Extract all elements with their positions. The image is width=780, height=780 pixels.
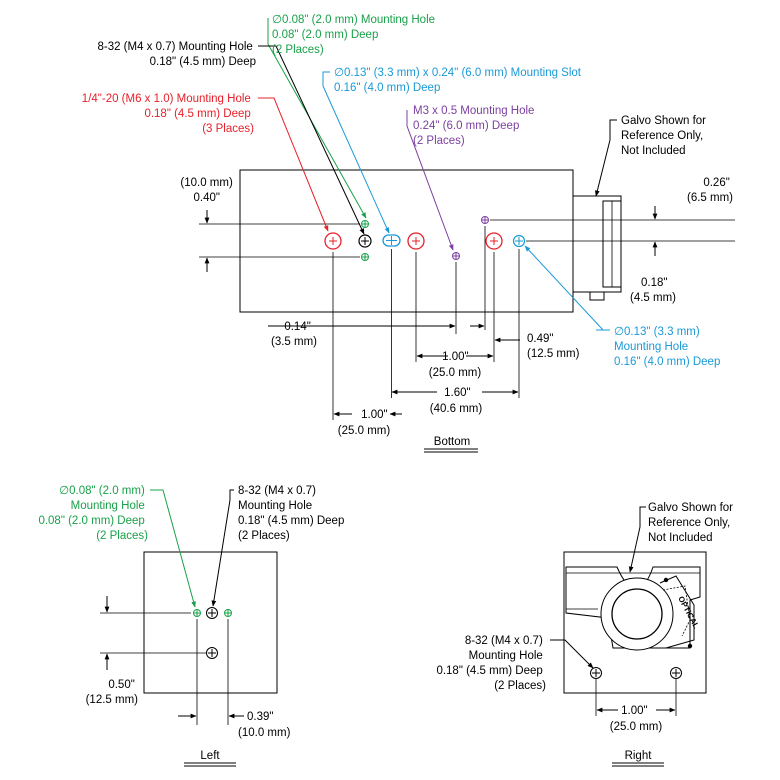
bottom-red-hole-2: [407, 232, 425, 250]
labels: ∅0.08" (2.0 mm) Mounting Hole 0.08" (2.0…: [38, 14, 736, 762]
leader-left-green: [150, 489, 196, 608]
bottom-dim-arrows: [204, 206, 658, 417]
leader-right-black: [550, 639, 594, 669]
dim-bottom-014: 0.14" (3.5 mm): [271, 321, 317, 348]
left-green-hole-1: [193, 609, 201, 617]
right-galvo-screw-1: [663, 577, 669, 583]
left-black-hole-1: [206, 607, 218, 619]
leader-bottom-purple: [406, 110, 454, 251]
bottom-view-title: Bottom: [434, 436, 470, 448]
left-extension-lines: [100, 612, 229, 725]
right-view: OPTICAL: [550, 506, 707, 767]
callout-bottom-green: ∅0.08" (2.0 mm) Mounting Hole 0.08" (2.0…: [272, 14, 438, 56]
dim-bottom-018: 0.18" (4.5 mm): [630, 277, 676, 304]
callout-bottom-blue-hole: ∅0.13" (3.3 mm) Mounting Hole 0.16" (4.0…: [614, 326, 720, 368]
bottom-purple-hole-2: [481, 216, 489, 224]
left-body: [143, 551, 278, 694]
callout-bottom-red: 1/4"-20 (M6 x 1.0) Mounting Hole 0.18" (…: [82, 93, 254, 135]
leader-bottom-red: [258, 97, 329, 232]
right-extension-lines: [595, 679, 677, 716]
left-green-hole-2: [224, 609, 232, 617]
callout-bottom-blue-slot: ∅0.13" (3.3 mm) x 0.24" (6.0 mm) Mountin…: [334, 67, 584, 94]
bottom-purple-hole-1: [452, 252, 460, 260]
callout-bottom-galvo: Galvo Shown for Reference Only, Not Incl…: [621, 115, 709, 157]
bottom-red-hole-3: [485, 232, 503, 250]
bottom-blue-hole: [512, 234, 526, 248]
dim-left-050: 0.50" (12.5 mm): [86, 679, 139, 706]
bottom-green-hole-1: [361, 220, 369, 228]
dim-bottom-026: 0.26" (6.5 mm): [687, 177, 733, 204]
left-dim-arrows: [104, 596, 244, 719]
bottom-body: [239, 169, 574, 313]
left-black-hole-2: [206, 647, 218, 659]
callout-right-black: 8-32 (M4 x 0.7) Mounting Hole 0.18" (4.5…: [436, 635, 546, 692]
callout-left-black: 8-32 (M4 x 0.7) Mounting Hole 0.18" (4.5…: [238, 485, 348, 542]
right-black-hole-2: [670, 667, 682, 679]
bottom-view: [199, 18, 735, 453]
leader-bottom-blue-slot: [322, 71, 390, 234]
leader-right-galvo: [628, 506, 646, 573]
bottom-green-hole-2: [361, 253, 369, 261]
leader-left-black: [211, 489, 234, 607]
bottom-black-hole: [358, 234, 372, 248]
leader-bottom-black: [258, 45, 365, 235]
dim-bottom-049: 0.49" (12.5 mm): [527, 333, 580, 360]
bottom-red-hole-1: [324, 232, 342, 250]
bottom-galvo: [572, 195, 622, 301]
leader-bottom-green: [267, 18, 367, 219]
callout-left-green: ∅0.08" (2.0 mm) Mounting Hole 0.08" (2.0…: [38, 485, 148, 542]
left-view-title: Left: [200, 750, 220, 762]
callout-bottom-black: 8-32 (M4 x 0.7) Mounting Hole 0.18" (4.5…: [97, 41, 256, 68]
dim-bottom-100a: 1.00" (25.0 mm): [429, 351, 482, 379]
bottom-extension-lines: [199, 219, 735, 420]
dim-left-039: 0.39" (10.0 mm): [238, 711, 291, 739]
dim-bottom-160: 1.60" (40.6 mm): [430, 387, 483, 415]
left-view: [100, 489, 278, 767]
bottom-blue-slot: [382, 234, 401, 247]
right-galvo-screw-2: [687, 643, 693, 649]
leader-bottom-galvo: [594, 119, 617, 197]
right-black-hole-1: [590, 667, 602, 679]
dim-bottom-040: (10.0 mm) 0.40": [180, 177, 236, 204]
callout-bottom-purple: M3 x 0.5 Mounting Hole 0.24" (6.0 mm) De…: [413, 105, 538, 147]
dim-right-100: 1.00" (25.0 mm): [610, 705, 663, 733]
dim-bottom-100b: 1.00" (25.0 mm): [338, 409, 391, 437]
callout-right-galvo: Galvo Shown for Reference Only, Not Incl…: [648, 502, 736, 544]
right-galvo: OPTICAL: [565, 566, 701, 651]
right-view-title: Right: [625, 750, 653, 762]
